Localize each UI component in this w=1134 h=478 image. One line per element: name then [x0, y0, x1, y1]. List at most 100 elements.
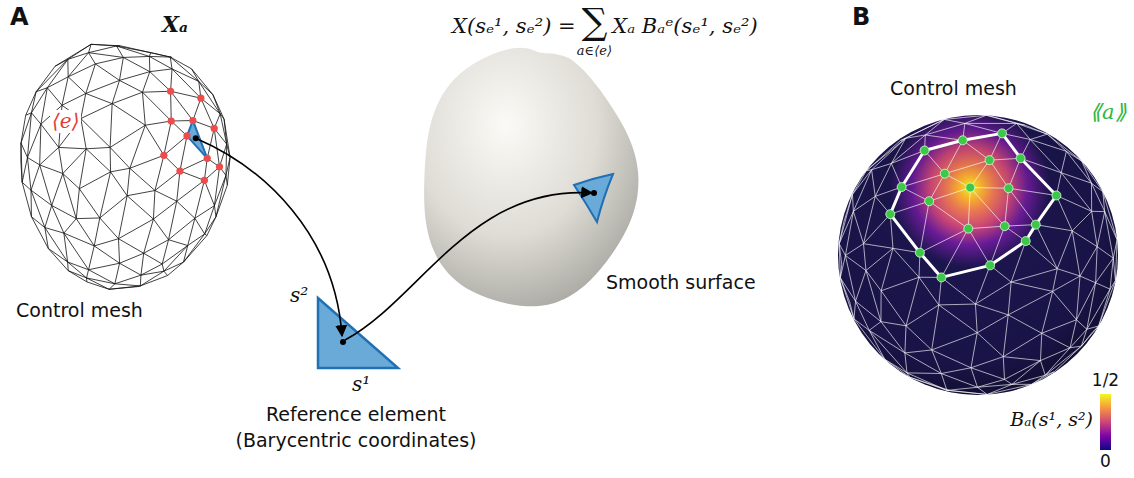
mesh-edge	[81, 104, 112, 119]
smooth-surface	[424, 48, 638, 307]
mesh-edge	[863, 196, 875, 243]
mesh-edge	[68, 262, 89, 270]
mesh-edge	[40, 147, 59, 165]
colorbar-label: Bₐ(s¹, s²)	[1010, 409, 1093, 431]
mesh-edge	[91, 44, 120, 46]
mesh-edge	[205, 234, 207, 236]
mesh-edge	[1009, 188, 1036, 224]
control-point	[189, 117, 196, 124]
mesh-edge	[214, 206, 216, 217]
mesh-edge	[907, 373, 947, 390]
mesh-edge	[31, 113, 40, 124]
mesh-edge	[89, 270, 115, 284]
control-point	[937, 273, 946, 282]
mesh-edge	[970, 160, 989, 187]
colorbar	[1100, 394, 1111, 450]
mesh-edge	[224, 119, 230, 157]
mesh-edge	[109, 286, 140, 289]
mesh-edge	[881, 322, 906, 326]
mesh-edge	[944, 115, 986, 119]
mesh-edge	[48, 248, 68, 270]
mesh-edge	[1099, 281, 1116, 326]
mesh-edge	[1030, 139, 1061, 172]
mesh-edge	[55, 44, 91, 66]
control-point	[168, 117, 175, 124]
equation-part: X(sₑ¹, sₑ²) =	[452, 14, 576, 38]
mesh-edge	[1026, 241, 1058, 269]
mesh-edge	[115, 275, 141, 284]
mesh-edge	[1040, 361, 1045, 376]
mesh-edge	[845, 211, 853, 255]
control-point	[197, 95, 204, 102]
sphere	[838, 115, 1118, 395]
mesh-edge	[100, 218, 119, 239]
mesh-edge	[123, 57, 149, 71]
mesh-edge	[118, 219, 153, 239]
mesh-edge	[27, 124, 40, 157]
mesh-edge	[947, 390, 949, 391]
mesh-edge	[22, 157, 27, 182]
mesh-edge	[144, 219, 154, 253]
mesh-edge	[62, 77, 68, 106]
mesh-edge	[119, 57, 123, 80]
mesh-edge	[109, 287, 138, 290]
mesh-edge	[47, 77, 68, 88]
mesh-edge	[880, 291, 881, 322]
mesh-edge	[1096, 247, 1098, 283]
mesh-edge	[150, 69, 172, 72]
mesh-edge	[68, 53, 89, 60]
control-mesh	[21, 44, 230, 289]
mesh-edge	[920, 229, 968, 253]
mesh-edge	[145, 121, 171, 125]
mesh-edge	[213, 95, 220, 114]
mesh-edge	[881, 291, 906, 326]
mesh-edge	[172, 69, 201, 98]
mesh-edge	[130, 168, 155, 190]
mesh-edge	[1045, 346, 1081, 375]
mesh-edge	[932, 350, 942, 374]
mesh-edge	[932, 333, 978, 350]
mesh-edge	[63, 149, 86, 174]
mesh-edge	[140, 275, 142, 286]
mesh-edge	[153, 219, 168, 240]
mesh-edge	[963, 140, 990, 160]
mesh-edge	[1081, 334, 1091, 347]
mesh-edge	[112, 80, 119, 103]
mesh-edge	[21, 143, 22, 182]
mesh-edge	[67, 59, 68, 76]
mesh-edge	[932, 305, 939, 350]
mesh-edge	[856, 271, 866, 302]
mesh-edge	[170, 57, 191, 69]
mesh-edge	[207, 217, 216, 236]
panel-letter: A	[10, 4, 29, 32]
mesh-edge	[63, 174, 76, 219]
mesh-edge	[854, 301, 856, 319]
mesh-edge	[86, 64, 96, 94]
mesh-edge	[89, 263, 120, 270]
mesh-edge	[929, 188, 970, 202]
mesh-edge	[1113, 258, 1115, 281]
mesh-edge	[844, 194, 853, 222]
mesh-edge	[27, 113, 31, 158]
mesh-edge	[47, 88, 62, 106]
mesh-edge	[939, 304, 976, 306]
mesh-edge	[112, 92, 142, 103]
mesh-edge	[925, 135, 962, 140]
mesh-edge	[123, 56, 149, 58]
control-point	[216, 163, 223, 170]
mesh-edge	[110, 147, 111, 171]
mesh-edge	[1097, 212, 1105, 247]
mesh-edge	[1081, 326, 1098, 346]
mesh-edge	[31, 165, 40, 190]
control-point	[985, 156, 994, 165]
mesh-edge	[925, 123, 965, 135]
mesh-edge	[971, 368, 978, 387]
control-point	[176, 167, 183, 174]
mesh-edge	[118, 239, 143, 254]
mesh-edge	[142, 72, 149, 93]
mesh-edge	[1057, 231, 1072, 269]
control-point	[1000, 222, 1009, 231]
mesh-edge	[1070, 320, 1076, 348]
mesh-edge	[852, 194, 854, 211]
